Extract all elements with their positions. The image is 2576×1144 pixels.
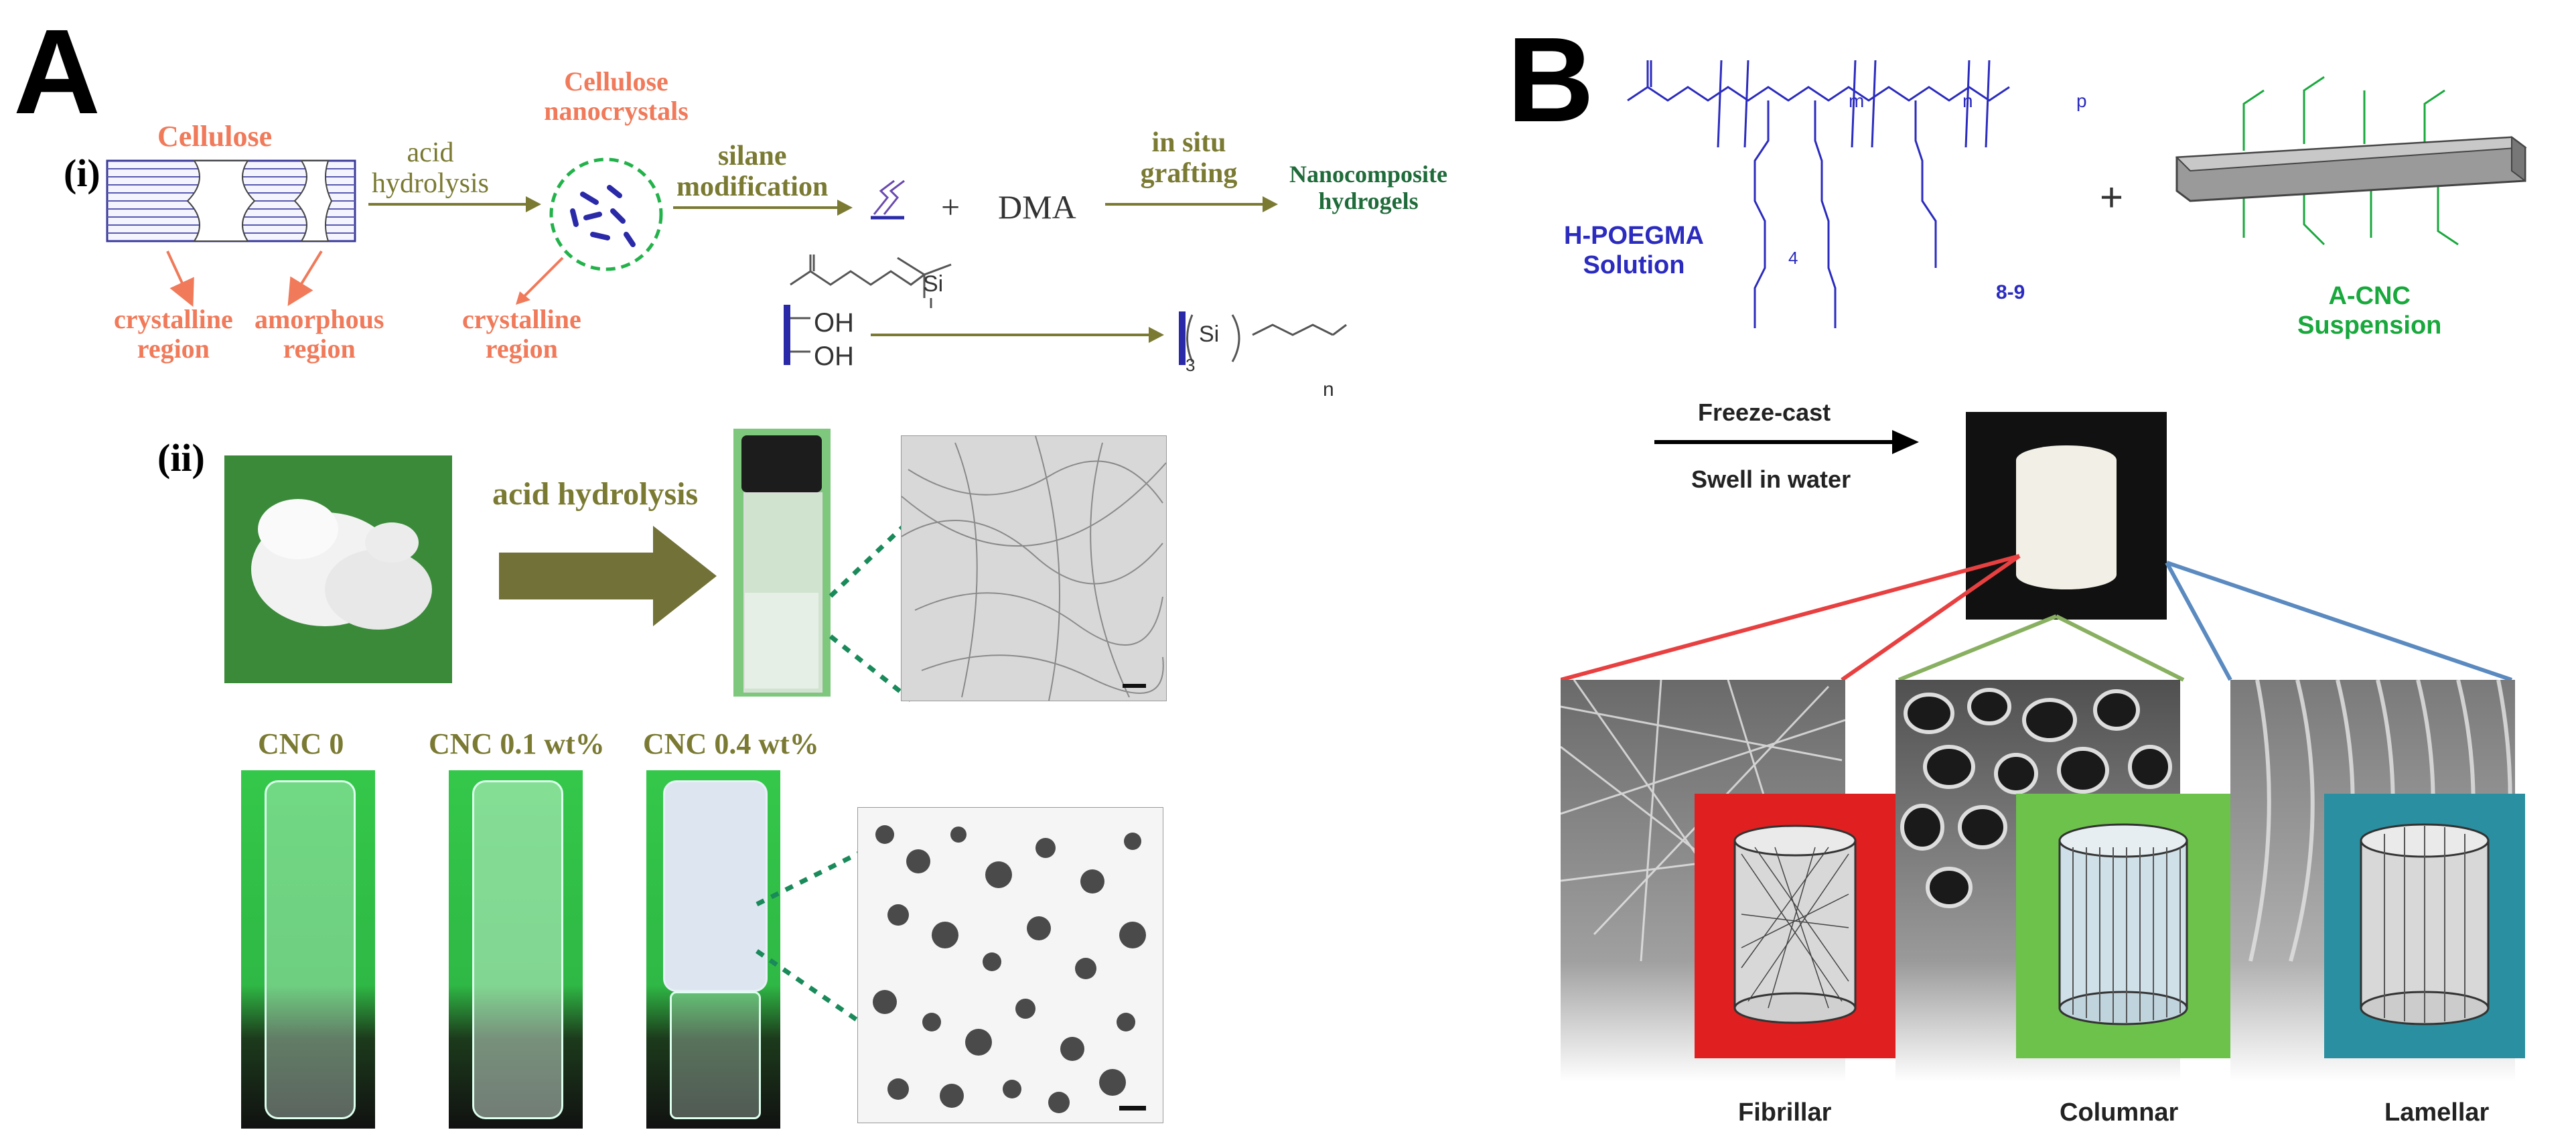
suspension-text: Suspension: [2297, 311, 2442, 340]
cellulose-fiber-diagram: [106, 159, 356, 242]
tem-image-cnc: [901, 435, 1167, 701]
si-label-2: Si: [1199, 321, 1220, 347]
swell-in-water-label: Swell in water: [1691, 466, 1851, 493]
cnc-04-label: CNC 0.4 wt%: [643, 727, 819, 760]
crystalline-region-label-1: crystalline region: [114, 305, 233, 364]
cellulose-cotton-photo: [224, 455, 452, 683]
lamellar-label: Lamellar: [2384, 1098, 2490, 1127]
si-label-1: Si: [923, 271, 944, 297]
modified-cnc-icon: [871, 180, 905, 220]
in-situ-grafting-label: in situ grafting: [1125, 127, 1253, 189]
cnc-01-label: CNC 0.1 wt%: [429, 727, 605, 760]
acid-hydrolysis-big-arrow: [499, 526, 717, 626]
silane-text: silane: [717, 141, 787, 171]
columnar-schematic: [2016, 794, 2230, 1058]
hydrolysis-text: hydrolysis: [372, 168, 490, 199]
acid-hydrolysis-arrow: [368, 196, 541, 212]
subscript-p: p: [2076, 90, 2087, 111]
zoom-fan-lines: [1561, 554, 2512, 682]
acid-hydrolysis-label: acid hydrolysis: [372, 137, 489, 199]
vial-cap: [741, 435, 822, 492]
cnc-label: Cellulose nanocrystals: [536, 67, 697, 126]
hydrogel-vial-cnc-0: [241, 770, 375, 1129]
h-poegma-label: H-POEGMA Solution: [1564, 221, 1704, 280]
cnc-suspension-vial: [733, 429, 831, 697]
cnc-text-2: nanocrystals: [544, 96, 689, 126]
cnc-circle: [549, 157, 663, 271]
cnc-0-label: CNC 0: [258, 727, 344, 760]
lamellar-schematic: [2324, 794, 2525, 1058]
plus-sign-b: +: [2100, 175, 2124, 220]
fibrillar-label: Fibrillar: [1738, 1098, 1832, 1127]
hydrogel-vial-cnc-04: [646, 770, 780, 1129]
acid-text: acid: [407, 137, 454, 168]
plus-sign-a: +: [941, 188, 960, 226]
modification-text: modification: [676, 171, 829, 202]
in-situ-text: in situ: [1151, 127, 1226, 158]
cellulose-label: Cellulose: [157, 120, 273, 153]
scaffold-photo: [1966, 412, 2167, 620]
amorphous-region-label: amorphous region: [255, 305, 384, 364]
region-text-2: region: [283, 334, 356, 364]
oh-label-2: OH: [814, 342, 854, 371]
nanocomposite-hydrogels-label: Nanocomposite hydrogels: [1289, 161, 1447, 214]
h-poegma-structure: [1627, 60, 2010, 328]
a-cnc-structure: [2175, 76, 2527, 246]
a-cnc-label: A-CNC Suspension: [2297, 281, 2441, 340]
tem-zoom-lines-1: [829, 517, 913, 702]
subscript-m: m: [1849, 90, 1865, 111]
panel-b-label: B: [1507, 13, 1594, 147]
silane-arrow: [673, 200, 853, 216]
region-arrows: [166, 250, 323, 307]
subpanel-ii-label: (ii): [157, 436, 205, 480]
scaffold-cylinder: [2016, 445, 2117, 589]
freeze-cast-label: Freeze-cast: [1698, 399, 1831, 426]
subpanel-i-label: (i): [64, 151, 100, 195]
fibrillar-schematic: [1695, 794, 1895, 1058]
hydrogels-text: hydrogels: [1318, 188, 1419, 214]
region-text-1: region: [137, 334, 210, 364]
solution-text: Solution: [1583, 251, 1685, 279]
cnc-text-1: Cellulose: [564, 66, 668, 96]
region-text-3: region: [485, 334, 558, 364]
panel-a-label: A: [13, 5, 100, 139]
subscript-4: 4: [1788, 248, 1798, 268]
silane-reaction-scheme: [784, 255, 1347, 365]
grafting-text: grafting: [1140, 158, 1238, 189]
hydrogel-vial-cnc-01: [449, 770, 583, 1129]
crystalline-region-label-2: crystalline region: [462, 305, 581, 364]
subscript-n-a: n: [1323, 378, 1334, 401]
grafting-arrow: [1105, 196, 1278, 212]
a-cnc-text: A-CNC: [2328, 282, 2411, 310]
subscript-3: 3: [1186, 355, 1196, 375]
nanocomposite-text: Nanocomposite: [1289, 161, 1447, 188]
cnc-crystalline-arrow: [516, 257, 564, 305]
silane-modification-label: silane modification: [676, 141, 828, 202]
vial-liquid: [745, 593, 818, 689]
acid-hydrolysis-big-label: acid hydrolysis: [492, 476, 699, 512]
subscript-n-b: n: [1962, 90, 1973, 111]
tem-zoom-lines-2: [756, 848, 865, 1027]
freeze-cast-arrow: [1654, 430, 1919, 454]
oh-label-1: OH: [814, 308, 854, 338]
columnar-label: Columnar: [2060, 1098, 2179, 1127]
dma-label: DMA: [998, 188, 1076, 226]
crystalline-text-1: crystalline: [114, 304, 233, 334]
tem-image-hydrogel: [857, 807, 1163, 1123]
amorphous-text: amorphous: [255, 304, 384, 334]
h-poegma-text: H-POEGMA: [1564, 222, 1704, 250]
crystalline-text-2: crystalline: [462, 304, 581, 334]
repeat-8-9: 8-9: [1996, 281, 2025, 303]
